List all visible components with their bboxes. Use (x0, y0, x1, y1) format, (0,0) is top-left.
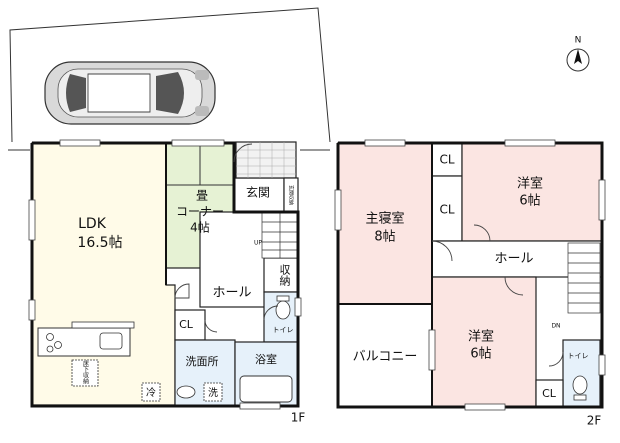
bathroom-label: 浴室 (255, 352, 277, 366)
window (59, 139, 101, 147)
window (464, 403, 506, 411)
window (504, 139, 556, 147)
stove-burner-icon (46, 333, 54, 341)
stove-burner-icon (46, 345, 54, 353)
site-boundary (9, 7, 331, 143)
floor-2 (334, 139, 606, 411)
room-ldk (31, 142, 176, 406)
room-western-2 (431, 276, 537, 408)
toilet-bowl-icon (275, 300, 291, 320)
closet-a-label: CL (439, 153, 454, 167)
ldk-name: LDK (78, 216, 107, 232)
door-swing (431, 240, 453, 262)
room-western-1 (461, 142, 603, 242)
toilet-tank-icon (276, 295, 290, 302)
hall-1f-label: ホール (212, 286, 251, 301)
window (428, 329, 436, 371)
toilet-tank-icon (573, 394, 587, 401)
door-swing (263, 305, 279, 321)
porch-grid (236, 142, 296, 178)
underfloor-label: 床下収納 (82, 359, 89, 385)
washroom-label: 洗面所 (186, 355, 219, 368)
door-swing (548, 351, 564, 367)
ldk-size: 16.5帖 (77, 235, 122, 251)
western2-size: 6帖 (470, 347, 491, 362)
door-swing (204, 319, 218, 333)
western1-name: 洋室 (517, 176, 543, 192)
western1-size: 6帖 (519, 194, 540, 209)
fridge-box (141, 382, 161, 402)
window (28, 299, 36, 321)
toilet-1f-label: トイレ (273, 326, 294, 334)
room-closet-1f (174, 309, 206, 341)
master-size: 8帖 (374, 230, 395, 245)
master-name: 主寝室 (365, 211, 404, 227)
stove-burner-icon (54, 341, 62, 349)
window (239, 402, 281, 410)
stairs-1f (261, 211, 299, 259)
window (171, 139, 225, 147)
door-swing (473, 224, 491, 242)
window (364, 139, 406, 147)
washer-label: 洗 (208, 387, 218, 399)
bathtub-icon (239, 375, 293, 403)
underfloor-storage-box (71, 359, 99, 387)
porch-tiles (235, 141, 297, 179)
toilet-2f-label: トイレ (568, 352, 589, 360)
basin-icon (176, 385, 196, 399)
western2-name: 洋室 (468, 329, 494, 345)
tatami-sub: コーナー (176, 205, 224, 219)
tatami-name: 畳 (196, 189, 208, 203)
window (334, 189, 342, 231)
door-swing (504, 276, 524, 296)
closet-c-label: CL (542, 387, 557, 400)
room-genkan (233, 177, 285, 213)
window (294, 297, 302, 317)
toilet-bowl-icon (572, 375, 588, 395)
closet-1f-label: CL (179, 318, 194, 331)
room-closet-c (535, 379, 564, 408)
floor-2-label: 2F (587, 414, 602, 428)
genkan-storage-label: 玄関収納 (288, 185, 295, 205)
compass-north-label: N (575, 36, 582, 46)
window (28, 199, 36, 241)
balcony-label: バルコニー (353, 350, 418, 365)
floor-1-label: 1F (291, 411, 306, 425)
fridge-label: 冷 (146, 386, 156, 399)
outer-wall-1f (30, 141, 300, 408)
door-swing (233, 143, 253, 163)
door-swing (174, 283, 190, 299)
hall-2f-label: ホール (494, 252, 533, 267)
kitchen-sink-icon (99, 332, 123, 350)
genkan-label: 玄関 (246, 185, 270, 200)
window (598, 354, 606, 376)
stairs-up-label: UP (254, 240, 262, 247)
floor-1 (28, 139, 302, 410)
washer-box (203, 382, 223, 402)
window (598, 179, 606, 221)
tatami-size: 4帖 (190, 220, 210, 235)
storage-label: 収納 (278, 264, 291, 287)
closet-b-label: CL (439, 203, 454, 217)
stairs-2f (567, 242, 601, 314)
stairs-down-label: DN (551, 323, 560, 330)
kitchen-island (71, 321, 135, 329)
compass-icon (566, 48, 590, 72)
parked-car-icon (44, 61, 216, 125)
